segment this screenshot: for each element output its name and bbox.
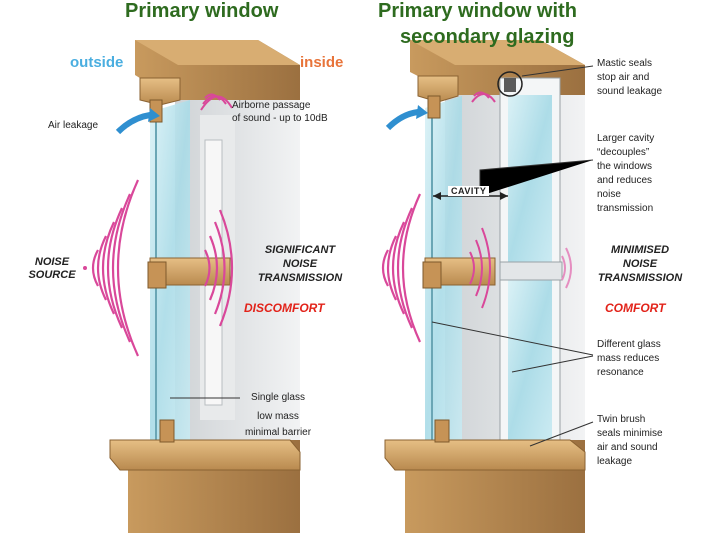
right-mastic-highlight-circle	[497, 71, 523, 97]
cavity-label-3: the windows	[597, 161, 653, 172]
comfort-label: COMFORT	[605, 301, 666, 315]
airborne-label-1: Airborne passage	[232, 100, 311, 111]
right-window	[381, 40, 594, 533]
significant-label-2: NOISE	[282, 258, 318, 270]
cavity-label-2: “decouples”	[597, 147, 650, 158]
right-cavity-waves	[469, 227, 491, 309]
right-inside-waves	[561, 247, 572, 289]
right-noise-waves-outside	[381, 193, 421, 343]
right-air-arrowhead	[416, 105, 428, 119]
left-air-leakage-arrow	[115, 112, 151, 135]
right-top-bead	[427, 95, 441, 119]
right-title-line1: Primary window with	[378, 0, 577, 22]
cavity-label-1: Larger cavity	[597, 133, 655, 144]
left-noise-source-dot	[83, 266, 87, 270]
cavity-arrow-label: CAVITY	[448, 186, 490, 196]
right-bottom-bead	[434, 419, 450, 443]
left-transom-bead	[147, 261, 167, 289]
right-transom-bead	[422, 261, 442, 289]
right-cavity-arrow-left	[433, 192, 441, 200]
left-airborne-waves	[200, 93, 233, 111]
left-noise-waves-outside	[91, 179, 140, 357]
mastic-label-3: sound leakage	[597, 86, 663, 97]
inside-label: inside	[300, 54, 344, 71]
left-sill	[109, 439, 301, 471]
left-top-frame	[139, 77, 181, 106]
left-window	[83, 40, 301, 533]
cavity-label-4: and reduces	[597, 175, 653, 186]
mastic-label-1: Mastic seals	[597, 58, 653, 69]
mastic-label-2: stop air and	[597, 72, 650, 83]
left-noise-waves-inside	[204, 209, 234, 327]
outside-label: outside	[70, 54, 124, 71]
right-secondary-meeting-rail	[499, 261, 563, 281]
right-wall-top-face	[410, 40, 585, 65]
right-mastic-seal	[504, 78, 516, 92]
brush-label-1: Twin brush	[597, 414, 646, 425]
left-title: Primary window	[125, 0, 279, 22]
cavity-label-6: transmission	[597, 203, 654, 214]
right-secondary-lower-glass	[508, 280, 552, 440]
right-cavity-arrow-right	[500, 192, 508, 200]
left-bottom-bead	[159, 419, 175, 443]
minimised-label-3: TRANSMISSION	[597, 272, 683, 284]
cavity-label-5: noise	[597, 189, 621, 200]
left-air-arrowhead	[148, 108, 160, 122]
air-leakage-label: Air leakage	[48, 120, 99, 131]
right-top-waves	[471, 91, 496, 103]
noise-source-label-1: NOISE	[34, 256, 70, 268]
brush-label-3: air and sound	[597, 442, 658, 453]
significant-label-1: SIGNIFICANT	[264, 244, 336, 256]
glass-mass-label-3: resonance	[597, 367, 644, 378]
right-leader-lines	[431, 65, 594, 447]
right-sill	[384, 439, 586, 471]
single-glass-label-2: low mass	[257, 411, 299, 422]
right-air-arrow	[385, 109, 419, 131]
airborne-label-2: of sound - up to 10dB	[232, 113, 328, 124]
noise-source-label-2: SOURCE	[28, 269, 76, 281]
minimised-label-1: MINIMISED	[610, 244, 670, 256]
glass-mass-label-1: Different glass	[597, 339, 661, 350]
discomfort-label: DISCOMFORT	[244, 301, 325, 315]
right-title-line2: secondary glazing	[400, 26, 575, 48]
significant-label-3: TRANSMISSION	[257, 272, 343, 284]
brush-label-2: seals minimise	[597, 428, 663, 439]
single-glass-label-1: Single glass	[251, 392, 305, 403]
left-wall-top-face	[135, 40, 300, 65]
brush-label-4: leakage	[597, 456, 633, 467]
single-glass-label-3: minimal barrier	[244, 427, 312, 438]
glass-mass-label-2: mass reduces	[597, 353, 660, 364]
minimised-label-2: NOISE	[622, 258, 658, 270]
